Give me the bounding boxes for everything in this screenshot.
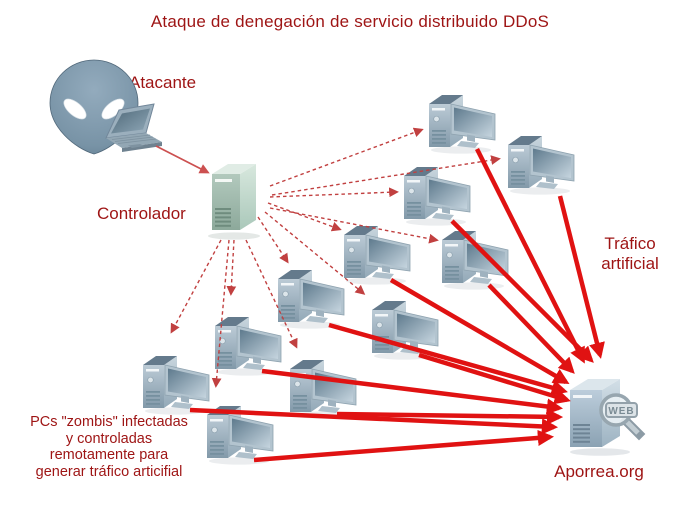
diagram-title: Ataque de denegación de servicio distrib… bbox=[150, 12, 550, 31]
web-server-icon: WEB bbox=[564, 374, 648, 456]
zombie-pc-icon bbox=[286, 357, 358, 419]
attacker-alien-laptop-icon bbox=[48, 58, 168, 163]
zombies-caption-line2: y controladas bbox=[65, 430, 153, 447]
command-arrow bbox=[267, 202, 342, 232]
zombies-caption-line4: generar tráfico articifial bbox=[35, 463, 183, 480]
zombies-caption: PCs "zombis" infectadas y controladas re… bbox=[2, 414, 216, 480]
traffic-arrow bbox=[487, 283, 575, 374]
zombie-pc-icon bbox=[504, 133, 576, 195]
artificial-traffic-line2: artificial bbox=[601, 254, 659, 273]
zombie-pc-icon bbox=[211, 314, 283, 376]
zombie-pc-icon bbox=[139, 353, 211, 415]
artificial-traffic-line1: Tráfico bbox=[604, 234, 656, 253]
target-site-label: Aporrea.org bbox=[554, 462, 644, 481]
controller-server-icon bbox=[206, 160, 262, 240]
artificial-traffic-label: Tráfico artificial bbox=[576, 234, 684, 274]
zombie-pc-icon bbox=[425, 92, 497, 154]
zombie-pc-icon bbox=[340, 223, 412, 285]
zombies-caption-line1: PCs "zombis" infectadas bbox=[30, 414, 188, 430]
traffic-arrow bbox=[253, 429, 555, 463]
traffic-arrow bbox=[336, 408, 564, 425]
command-arrow bbox=[226, 239, 237, 296]
command-arrow bbox=[269, 187, 399, 198]
zombie-pc-icon bbox=[203, 403, 275, 465]
zombie-pc-icon bbox=[438, 228, 510, 290]
controller-label: Controlador bbox=[97, 204, 186, 223]
web-magnifier-icon: WEB bbox=[599, 393, 646, 441]
command-arrow bbox=[269, 127, 424, 187]
traffic-arrow bbox=[557, 195, 605, 359]
web-badge-text: WEB bbox=[608, 406, 634, 417]
traffic-arrow bbox=[328, 322, 568, 396]
command-arrow bbox=[257, 216, 289, 264]
zombie-pc-icon bbox=[274, 267, 346, 329]
attacker-label: Atacante bbox=[129, 73, 197, 92]
zombie-pc-icon bbox=[368, 298, 440, 360]
traffic-arrow bbox=[418, 352, 571, 405]
zombie-pc-icon bbox=[400, 164, 472, 226]
zombies-caption-line3: remotamente para bbox=[49, 447, 169, 463]
